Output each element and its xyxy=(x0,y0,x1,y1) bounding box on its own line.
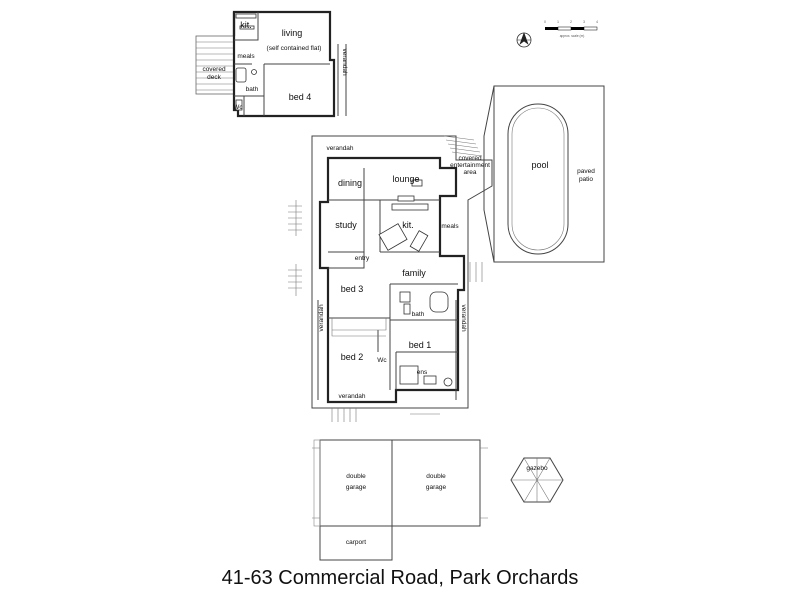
scale-label: approx. scale (m) xyxy=(560,34,585,38)
area-label: area xyxy=(463,169,476,176)
flat-living-sub-label: (self contained flat) xyxy=(267,45,322,52)
study-label: study xyxy=(335,220,357,230)
garage2-garage-label: garage xyxy=(426,484,447,491)
scale-tick-0: 0 xyxy=(544,20,546,24)
carport-label: carport xyxy=(346,539,366,546)
verandah-right-label: verandah xyxy=(460,304,467,331)
dining-label: dining xyxy=(338,178,362,188)
family-label: family xyxy=(402,268,426,278)
entry-label: entry xyxy=(355,255,370,262)
covered-label: covered xyxy=(458,155,482,162)
garage-plan: double garage double garage carport xyxy=(312,439,488,561)
bed3-label: bed 3 xyxy=(341,284,364,294)
bottom-steps xyxy=(331,408,440,422)
flat-wc-label: Wc xyxy=(233,104,243,111)
gazebo-label: gazebo xyxy=(526,465,548,472)
property-address-caption: 41-63 Commercial Road, Park Orchards xyxy=(221,567,579,589)
kit-label: kit. xyxy=(402,220,414,230)
verandah-bottom-label: verandah xyxy=(338,393,365,400)
house-plan: verandah covered entertainment area dini… xyxy=(288,135,493,422)
entertainment-label: entertainment xyxy=(450,162,490,169)
lounge-label: lounge xyxy=(392,174,419,184)
gazebo-plan: gazebo xyxy=(510,457,564,503)
flat-deck-label: deck xyxy=(207,74,221,81)
flat-plan: verandah kit. living (self contained fla… xyxy=(195,10,348,118)
scale-tick-2: 2 xyxy=(570,20,572,24)
bed1-label: bed 1 xyxy=(409,340,432,350)
scale-tick-3: 3 xyxy=(583,20,585,24)
verandah-top-label: verandah xyxy=(326,145,353,152)
pool-label: pool xyxy=(531,160,548,170)
flat-bath-label: bath xyxy=(246,86,259,93)
pool-area: pool paved patio xyxy=(483,85,605,263)
flat-living-label: living xyxy=(282,28,303,38)
flat-bed4-label: bed 4 xyxy=(289,92,312,102)
patio-label: patio xyxy=(579,176,593,183)
bath-label: bath xyxy=(412,311,425,318)
garage1-garage-label: garage xyxy=(346,484,367,491)
north-arrow-icon xyxy=(516,32,532,48)
scale-tick-4: 4 xyxy=(596,20,598,24)
flat-verandah-label: verandah xyxy=(341,48,348,75)
flat-covered-label: covered xyxy=(202,66,226,73)
paved-label: paved xyxy=(577,168,595,175)
garage2-double-label: double xyxy=(426,473,446,480)
scale-bar: 0 1 2 3 4 approx. scale (m) xyxy=(544,20,598,38)
ens-label: ens xyxy=(417,369,428,376)
left-steps xyxy=(288,200,302,296)
flat-kit-label: kit. xyxy=(240,20,252,30)
flat-meals-label: meals xyxy=(237,53,255,60)
garage1-double-label: double xyxy=(346,473,366,480)
bed2-label: bed 2 xyxy=(341,352,364,362)
verandah-left-label: verandah xyxy=(318,304,325,331)
covered-deck-hatch xyxy=(195,35,235,95)
meals-label: meals xyxy=(441,223,459,230)
wc-label: Wc xyxy=(377,357,387,364)
scale-tick-1: 1 xyxy=(557,20,559,24)
